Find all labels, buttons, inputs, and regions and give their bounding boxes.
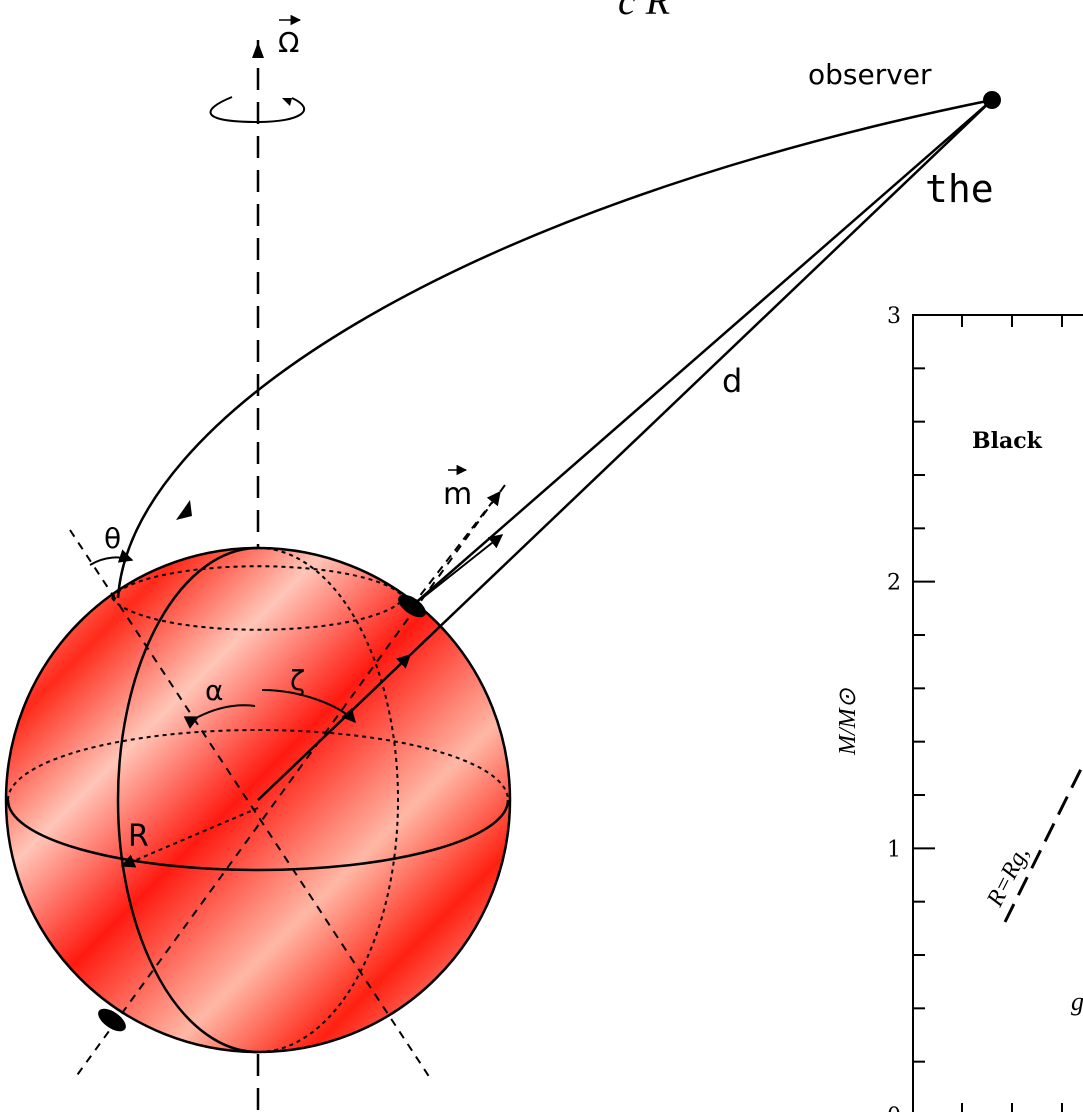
y-tick-label: 0 xyxy=(887,1104,901,1112)
radius-label: R xyxy=(128,819,149,854)
observer-point xyxy=(983,91,1001,109)
radius-arrow xyxy=(120,807,259,868)
theta-label: θ xyxy=(104,522,121,555)
moment-vector-arrow xyxy=(411,490,501,607)
region-label: Black xyxy=(972,428,1043,454)
neutron-star-sphere xyxy=(4,484,512,1079)
schwarzschild-limit-line xyxy=(1003,764,1083,923)
light-bending-path xyxy=(116,98,993,599)
moment-emission-arrow xyxy=(419,534,504,601)
alpha-label: α xyxy=(205,674,223,707)
theta-angle-arc xyxy=(89,549,134,566)
y-tick-label: 2 xyxy=(887,571,901,596)
zeta-angle-arc xyxy=(261,689,356,724)
zeta-label: ζ xyxy=(290,664,305,697)
trailing-text: the xyxy=(925,167,994,211)
chart-frame xyxy=(912,314,1083,1112)
y-tick-labels: 0 1 2 3 xyxy=(887,304,901,1112)
alpha-angle-arc xyxy=(183,704,256,729)
distance-label: d xyxy=(722,362,742,400)
header-formula-fragment: c R xyxy=(618,0,670,23)
mass-radius-chart: 0123 M/M⊙ Black R=Rg, g xyxy=(835,304,1083,1112)
y-tick-label: 1 xyxy=(887,837,901,862)
observer-label: observer xyxy=(808,58,932,91)
line-of-sight xyxy=(257,99,993,801)
polar-cap-lower xyxy=(98,1008,126,1032)
partial-green-label: g xyxy=(1071,987,1083,1016)
x-axis-bottom-ticks xyxy=(961,1103,1063,1112)
moment-label: m xyxy=(443,477,472,512)
rotation-arrow-icon xyxy=(209,96,306,124)
omega-label: Ω xyxy=(278,26,299,59)
x-axis-top-ticks xyxy=(961,315,1063,327)
light-path-arrow-icon xyxy=(176,500,192,520)
y-axis-ticks xyxy=(913,314,935,1063)
y-tick-label: 3 xyxy=(887,304,901,329)
y-axis-label: M/M⊙ xyxy=(835,687,861,756)
